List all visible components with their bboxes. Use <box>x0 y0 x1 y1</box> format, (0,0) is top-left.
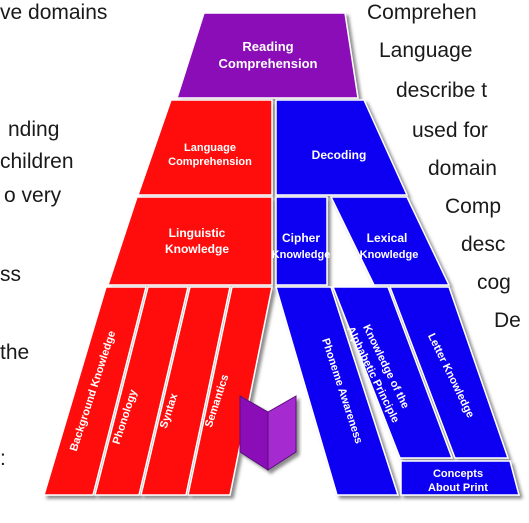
left-text-line-4: o very <box>4 184 62 207</box>
left-text-line-5: ss <box>0 263 21 286</box>
language-comprehension-block: Language Comprehension <box>136 99 273 196</box>
right-text-line-7: desc <box>461 233 506 256</box>
linguistic-knowledge-block: Linguistic Knowledge <box>106 196 273 286</box>
reading-comprehension-line1: Reading <box>242 39 293 54</box>
language-comprehension-line2: Comprehension <box>168 156 252 168</box>
concepts-about-print-block: Concepts About Print <box>400 460 520 496</box>
left-text-line-7: : <box>0 447 6 470</box>
decoding-block: Decoding <box>275 99 409 196</box>
right-text-line-9: De <box>494 309 521 332</box>
right-text-line-3: describe t <box>396 79 488 102</box>
left-text-line-2: nding <box>8 118 60 141</box>
right-text-line-8: cog <box>477 271 511 294</box>
alphabetic-principle-strip: Knowledge of the Alphabetic Principle <box>331 286 454 459</box>
cipher-knowledge-line1: Cipher <box>282 231 320 245</box>
cipher-knowledge-line2: Knowledge <box>272 249 331 261</box>
linguistic-knowledge-line1: Linguistic <box>169 226 226 240</box>
left-text-line-6: the <box>0 341 30 364</box>
concepts-about-print-line1: Concepts <box>433 468 483 480</box>
right-text-line-1: Comprehen <box>367 1 477 24</box>
language-comprehension-line1: Language <box>184 142 236 154</box>
decoding-label: Decoding <box>312 148 367 162</box>
right-text-line-5: domain <box>428 157 497 180</box>
cipher-knowledge-block: Cipher Knowledge <box>272 196 331 286</box>
right-text-line-4: used for <box>412 119 488 142</box>
left-text-line-3: children <box>0 150 74 173</box>
lexical-knowledge-line2: Knowledge <box>360 249 419 261</box>
syntax-strip: Syntax <box>140 286 231 496</box>
right-text-line-6: Comp <box>445 195 502 218</box>
lexical-knowledge-line1: Lexical <box>367 231 408 245</box>
left-text-line-1: ve domains <box>0 1 108 24</box>
lexical-knowledge-block: Lexical Knowledge <box>329 196 451 286</box>
open-book-icon <box>239 395 297 471</box>
phoneme-awareness-strip: Phoneme Awareness <box>274 286 400 496</box>
reading-comprehension-line2: Comprehension <box>219 56 318 71</box>
right-text-line-2: Language <box>379 39 473 62</box>
reading-comprehension-block: Reading Comprehension <box>175 12 359 99</box>
linguistic-knowledge-line2: Knowledge <box>165 242 229 256</box>
concepts-about-print-line2: About Print <box>428 482 488 494</box>
